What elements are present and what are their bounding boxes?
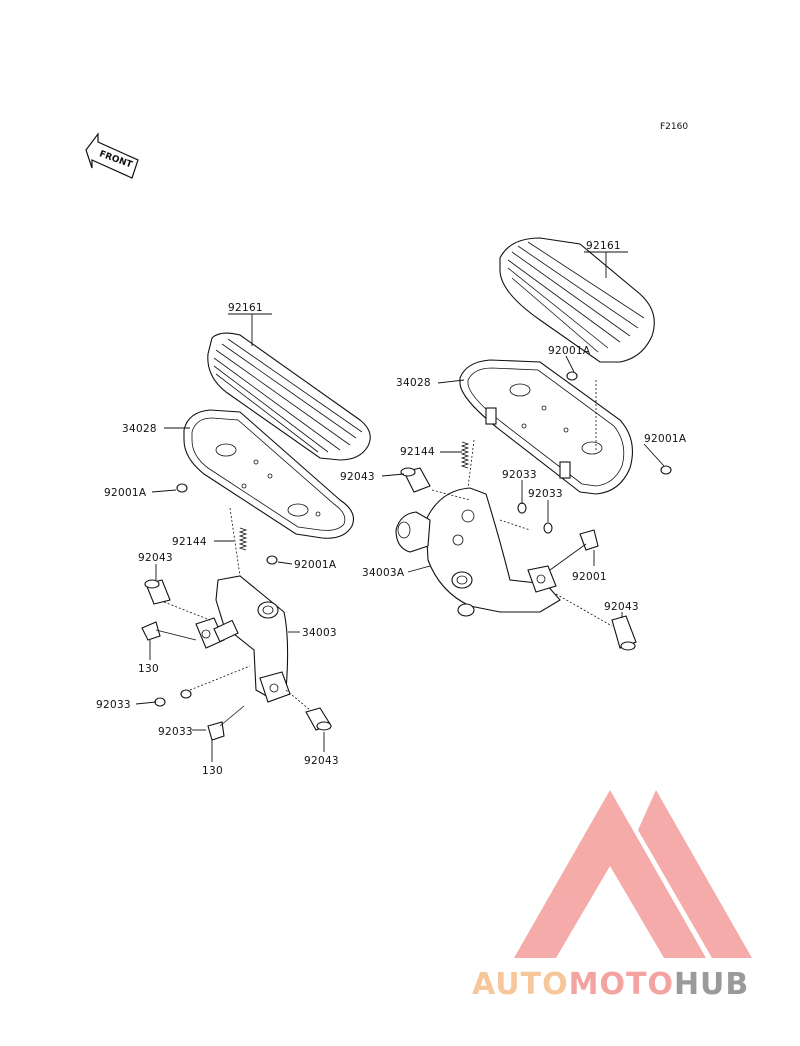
front-arrow-icon: FRONT (85, 132, 139, 179)
right-floorboard-assembly: 92161 92001A 34028 92001A 92144 92043 92… (340, 237, 687, 651)
diagram-code: F2160 (660, 122, 688, 132)
label-34028-right: 34028 (396, 377, 431, 389)
label-34028-left: 34028 (122, 423, 157, 435)
left-spring (238, 527, 248, 551)
left-bolt-rear (207, 705, 245, 741)
label-34003: 34003 (302, 627, 337, 639)
left-bracket (195, 575, 291, 703)
label-92033-left-b: 92033 (158, 726, 193, 738)
right-pin-lower (611, 615, 637, 651)
right-spring (460, 441, 470, 469)
left-stopper-b (266, 555, 278, 565)
label-92001a-left-lower: 92001A (294, 559, 337, 571)
label-130-left-rear: 130 (202, 765, 223, 777)
label-92043-left-front: 92043 (138, 552, 173, 564)
right-nut-b (543, 522, 553, 534)
label-92144-right: 92144 (400, 446, 435, 458)
label-92001a-left-upper: 92001A (104, 487, 147, 499)
right-stopper-a (566, 371, 578, 381)
right-rubber-mat (499, 237, 655, 363)
right-nut-a (517, 502, 527, 514)
label-92001-right: 92001 (572, 571, 607, 583)
right-floorboard (459, 359, 633, 495)
right-bracket (395, 487, 561, 617)
watermark-hub: HUB (674, 967, 749, 1002)
label-92144-left: 92144 (172, 536, 207, 548)
left-rubber-mat (207, 332, 371, 461)
left-pin-rear (305, 707, 332, 731)
watermark-moto: MOTO (569, 967, 674, 1002)
label-92033-right-a: 92033 (502, 469, 537, 481)
label-92033-right-b: 92033 (528, 488, 563, 500)
right-stopper-b (660, 465, 672, 475)
left-pin-front (144, 579, 171, 605)
label-130-left-front: 130 (138, 663, 159, 675)
left-bolt-front (141, 621, 197, 641)
right-pin-upper (400, 467, 431, 493)
label-92001a-right-upper: 92001A (548, 345, 591, 357)
label-92043-right-lower: 92043 (604, 601, 639, 613)
right-bolt (549, 529, 599, 571)
label-92001a-right-lower: 92001A (644, 433, 687, 445)
label-92043-right-upper: 92043 (340, 471, 375, 483)
label-92161-right: 92161 (586, 240, 621, 252)
label-92033-left-a: 92033 (96, 699, 131, 711)
label-92161-left: 92161 (228, 302, 263, 314)
left-nut-b (180, 689, 192, 699)
left-floorboard-assembly: 92161 34028 92001A 92144 92001A 92043 34… (96, 302, 371, 777)
left-floorboard (183, 409, 355, 539)
left-nut-a (154, 697, 166, 707)
watermark-auto: AUTO (472, 967, 569, 1002)
automotohub-watermark: AUTOMOTOHUB (472, 790, 752, 1002)
svg-text:AUTOMOTOHUB: AUTOMOTOHUB (472, 967, 749, 1002)
left-stopper-a (176, 483, 188, 493)
label-92043-left-rear: 92043 (304, 755, 339, 767)
label-34003a: 34003A (362, 567, 405, 579)
automotohub-logo-icon (514, 790, 752, 958)
